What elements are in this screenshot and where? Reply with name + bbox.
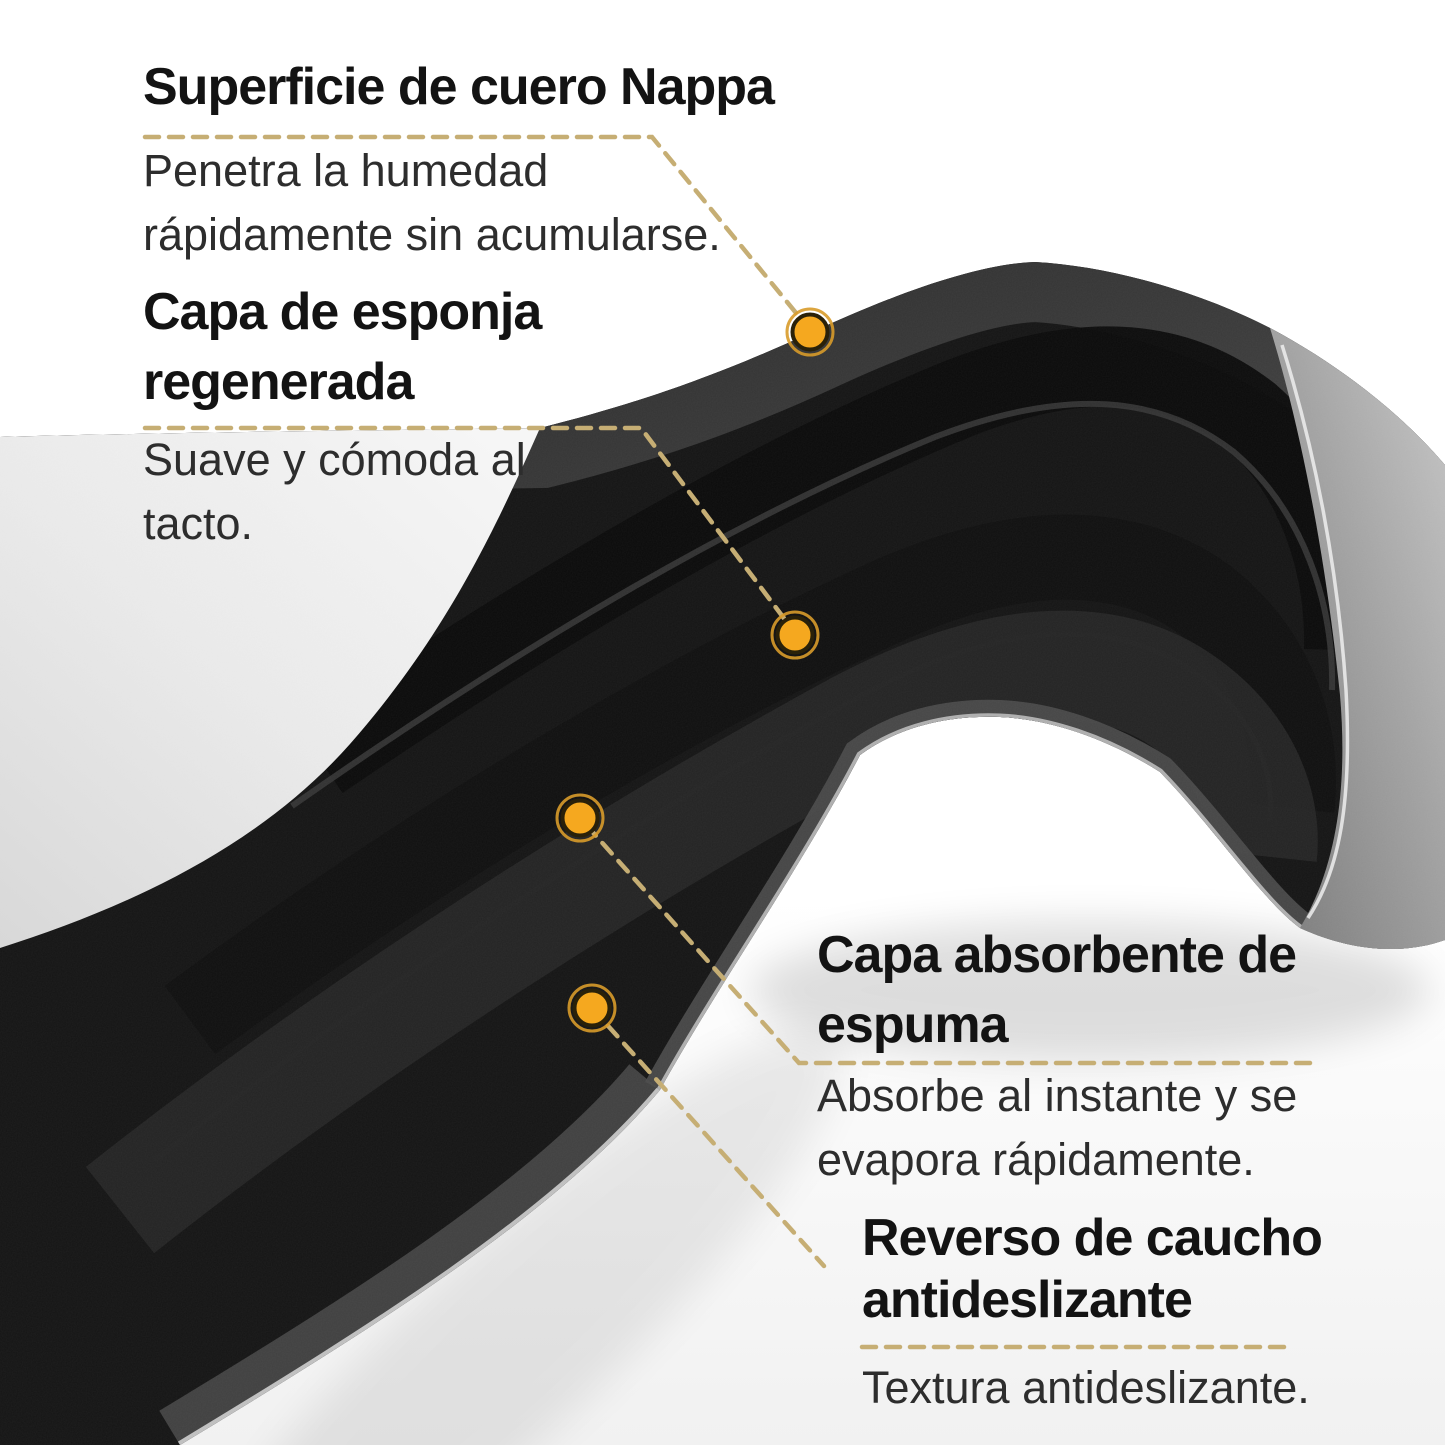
annotation-espuma: Capa absorbente de espuma Absorbe al ins… xyxy=(817,920,1297,1192)
leader-line-caucho xyxy=(589,1005,827,1269)
annotation-description-line: evapora rápidamente. xyxy=(817,1134,1255,1185)
annotation-title-line: Capa de esponja xyxy=(143,283,542,341)
marker-esponja xyxy=(770,610,820,660)
leader-line-nappa xyxy=(142,134,813,333)
drop-shadow xyxy=(198,920,1430,1445)
annotation-description: Absorbe al instante y se evapora rápidam… xyxy=(817,1064,1297,1192)
annotation-title-line: espuma xyxy=(817,996,1009,1054)
layer-markers xyxy=(555,307,835,1033)
annotation-title-line: regenerada xyxy=(143,353,414,411)
leader-line-espuma xyxy=(577,815,1313,1066)
annotation-title-line: antideslizante xyxy=(862,1271,1193,1329)
annotation-title: Superficie de cuero Nappa xyxy=(143,52,775,122)
annotation-title: Capa absorbente de espuma xyxy=(817,920,1297,1060)
marker-espuma xyxy=(555,793,605,843)
annotation-description: Penetra la humedad rápidamente sin acumu… xyxy=(143,139,774,267)
annotation-title: Capa de esponja regenerada xyxy=(143,277,542,417)
annotation-title-line: Superficie de cuero Nappa xyxy=(143,58,775,116)
annotation-title-line: Reverso de caucho xyxy=(862,1209,1323,1267)
annotation-description-line: Textura antideslizante. xyxy=(862,1362,1310,1413)
marker-nappa xyxy=(785,307,835,357)
annotation-description-line: rápidamente sin acumularse. xyxy=(143,209,721,260)
annotation-description-line: tacto. xyxy=(143,498,254,549)
annotation-description-line: Penetra la humedad xyxy=(143,145,549,196)
annotation-description-line: Suave y cómoda al xyxy=(143,434,526,485)
marker-caucho xyxy=(567,983,617,1033)
annotation-esponja: Capa de esponja regenerada Suave y cómod… xyxy=(143,277,542,556)
annotation-title-line: Capa absorbente de xyxy=(817,926,1297,984)
leader-line-esponja xyxy=(142,425,798,636)
annotation-nappa: Superficie de cuero Nappa Penetra la hum… xyxy=(143,52,775,267)
annotation-description-line: Absorbe al instante y se xyxy=(817,1070,1298,1121)
annotation-title: Reverso de caucho antideslizante xyxy=(862,1207,1323,1331)
annotation-description: Suave y cómoda al tacto. xyxy=(143,428,541,556)
annotation-description: Textura antideslizante. xyxy=(862,1356,1322,1420)
annotation-caucho: Reverso de caucho antideslizante Textura… xyxy=(862,1207,1323,1420)
leader-lines xyxy=(142,134,1313,1350)
